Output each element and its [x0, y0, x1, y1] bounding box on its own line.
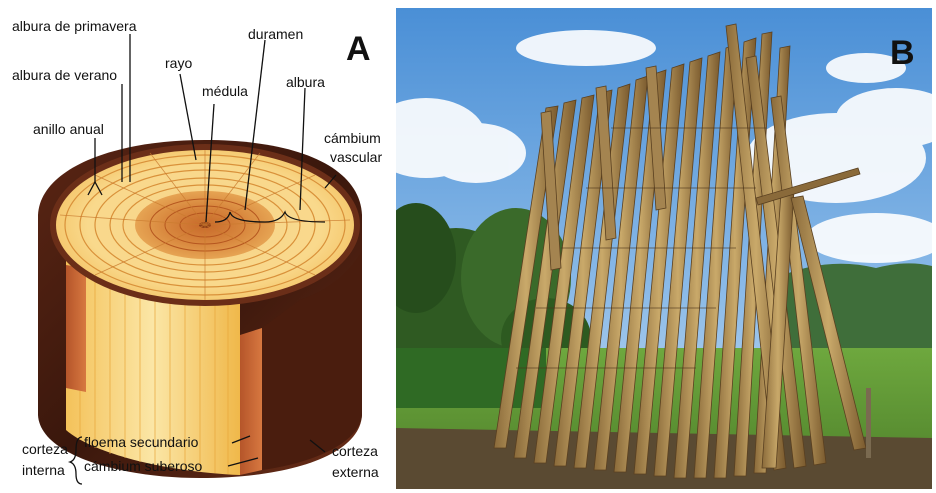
bamboo-drying-photo: B — [396, 8, 932, 489]
label-cambium-vascular-line2: vascular — [330, 149, 382, 165]
fence-post — [866, 388, 871, 458]
label-corteza-externa-line1: corteza — [332, 443, 378, 459]
label-albura-verano: albura de verano — [12, 67, 117, 83]
label-corteza-externa-line2: externa — [332, 464, 379, 480]
label-corteza-interna-line1: corteza — [22, 441, 68, 457]
label-albura: albura — [286, 74, 325, 90]
label-cambium-suberoso: cámbium suberoso — [84, 458, 202, 474]
inner-bark-left — [66, 265, 86, 392]
label-duramen: duramen — [248, 26, 303, 42]
inner-bark-right — [240, 328, 262, 475]
label-albura-primavera: albura de primavera — [12, 18, 137, 34]
label-floema-secundario: floema secundario — [84, 434, 198, 450]
wood-cross-section-diagram: albura de primavera albura de verano ani… — [0, 0, 392, 493]
bamboo-scene — [396, 8, 932, 489]
panel-letter-b: B — [890, 36, 915, 70]
label-cambium-vascular-line1: cámbium — [324, 130, 381, 146]
label-anillo-anual: anillo anual — [33, 121, 104, 137]
label-corteza-interna-line2: interna — [22, 462, 65, 478]
label-rayo: rayo — [165, 55, 192, 71]
panel-letter-a: A — [346, 32, 371, 66]
label-medula: médula — [202, 83, 248, 99]
